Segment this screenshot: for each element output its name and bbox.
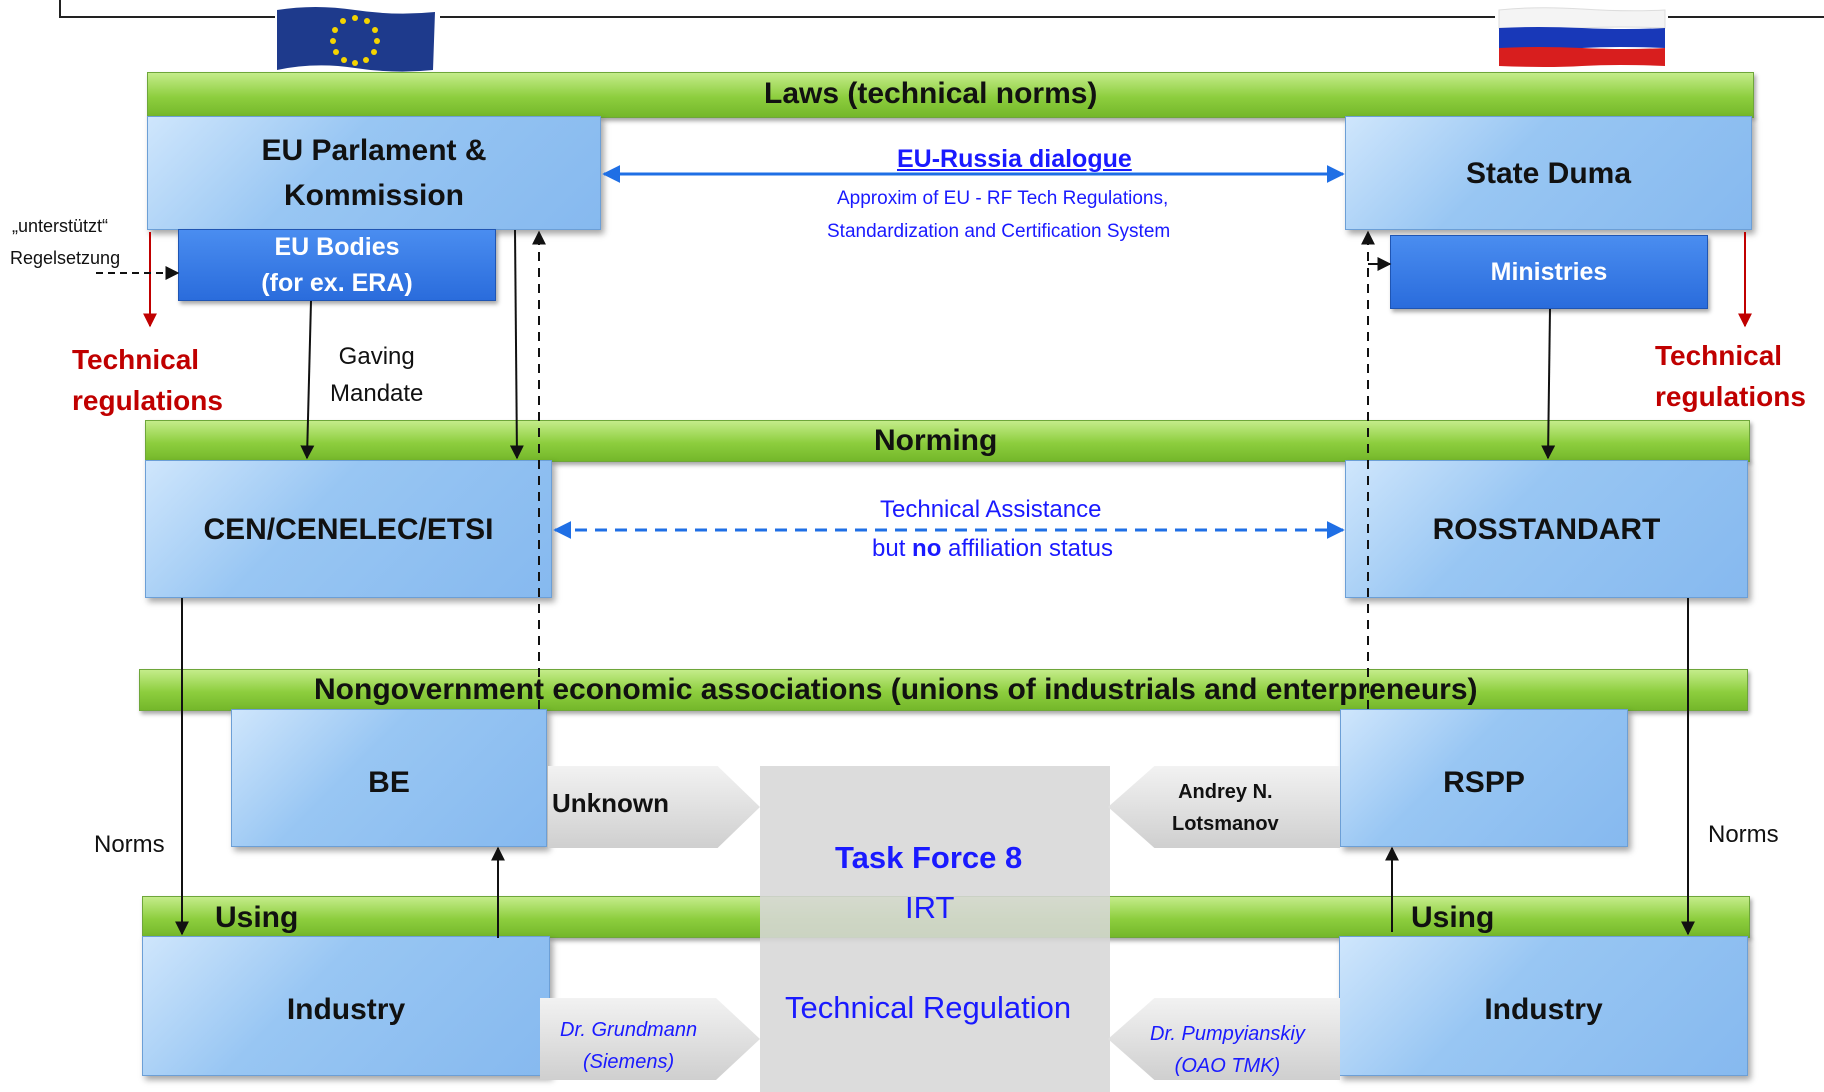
- assistance-line2: but no affiliation status: [872, 535, 1114, 562]
- be-box: BE: [231, 709, 547, 847]
- rspp-box: RSPP: [1340, 709, 1628, 847]
- gaving-label: Gaving Mandate: [330, 343, 424, 408]
- industry-left-box: Industry: [142, 936, 550, 1076]
- tech-reg-right: Technical regulations: [1655, 340, 1806, 412]
- task-force-tech-reg: Technical Regulation: [785, 990, 1072, 1025]
- rspp-label: RSPP: [1443, 766, 1525, 799]
- cen-label: CEN/CENELEC/ETSI: [203, 512, 494, 546]
- dialogue-title: EU-Russia dialogue: [897, 145, 1132, 173]
- laws-bar: Laws (technical norms): [147, 72, 1754, 118]
- industry-right-label: Industry: [1484, 993, 1603, 1026]
- norms-left-label: Norms: [94, 831, 165, 858]
- rosstandart-box: ROSSTANDART: [1345, 460, 1748, 598]
- chevron-lotsmanov: [1108, 766, 1340, 848]
- eu-bodies-label: EU Bodies (for ex. ERA): [261, 232, 413, 297]
- task-force-panel: [760, 766, 1110, 1092]
- chevron-pumpyianskiy-label: Dr. Pumpyianskiy (OAO TMK): [1150, 1023, 1305, 1077]
- dialogue-line1: Approxim of EU - RF Tech Regulations,: [837, 188, 1169, 209]
- chevron-lotsmanov-label: Andrey N. Lotsmanov: [1172, 781, 1279, 835]
- norming-bar: Norming: [145, 420, 1750, 462]
- state-duma-label: State Duma: [1465, 156, 1632, 190]
- task-force-irt: IRT: [905, 890, 955, 925]
- ministries-label: Ministries: [1490, 257, 1608, 286]
- eu-flag-icon: [277, 7, 435, 72]
- chevron-grundmann-label: Dr. Grundmann (Siemens): [560, 1019, 698, 1073]
- chevron-pumpyianskiy: [1108, 998, 1340, 1080]
- laws-bar-label: Laws (technical norms): [764, 77, 1098, 110]
- using-left-label: Using: [215, 901, 299, 934]
- tech-reg-left: Technical regulations: [72, 344, 223, 416]
- norms-right-label: Norms: [1708, 821, 1779, 848]
- frame-line: [59, 0, 1824, 18]
- task-force-title: Task Force 8: [835, 840, 1023, 875]
- industry-right-box: Industry: [1339, 936, 1748, 1076]
- eu-parlament-label: EU Parlament & Kommission: [261, 134, 487, 212]
- be-label: BE: [368, 766, 410, 799]
- using-right-label: Using: [1411, 901, 1495, 934]
- associations-bar-label: Nongovernment economic associations (uni…: [314, 673, 1478, 706]
- eu-bodies-box: EU Bodies (for ex. ERA): [178, 229, 496, 301]
- russia-flag-icon: [1498, 7, 1666, 67]
- state-duma-box: State Duma: [1345, 116, 1752, 230]
- chevron-unknown: [548, 766, 760, 848]
- chevron-unknown-label: Unknown: [552, 788, 669, 818]
- regelsetzung-label: Regelsetzung: [10, 248, 121, 268]
- unterstuetzt-label: „unterstützt“: [12, 216, 109, 236]
- associations-bar: Nongovernment economic associations (uni…: [139, 669, 1748, 711]
- chevron-grundmann: [540, 998, 760, 1080]
- norming-bar-label: Norming: [874, 424, 998, 457]
- assistance-line1: Technical Assistance: [880, 496, 1102, 523]
- cen-box: CEN/CENELEC/ETSI: [145, 460, 552, 598]
- rosstandart-label: ROSSTANDART: [1432, 512, 1661, 546]
- ministries-box: Ministries: [1390, 235, 1708, 309]
- eu-parlament-box: EU Parlament & Kommission: [147, 116, 601, 230]
- industry-left-label: Industry: [286, 993, 406, 1026]
- dialogue-line2: Standardization and Certification System: [827, 221, 1171, 242]
